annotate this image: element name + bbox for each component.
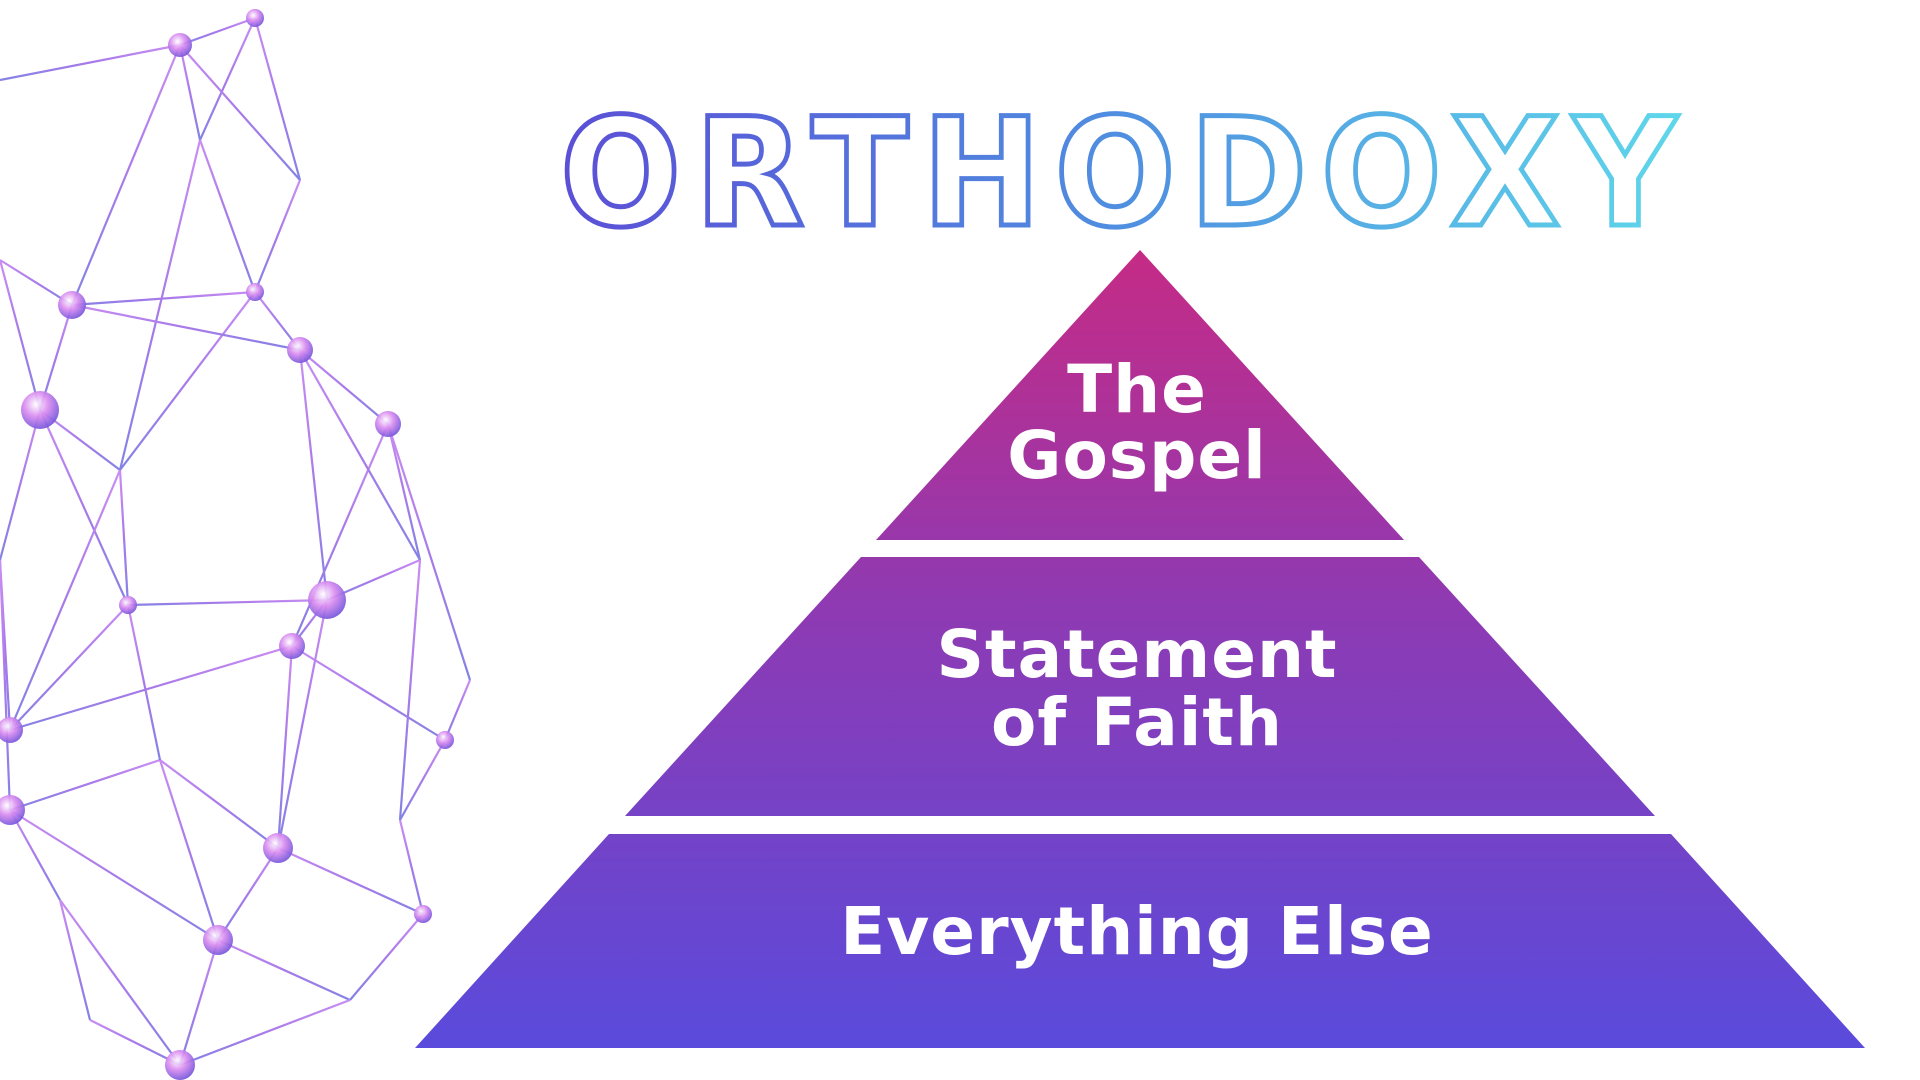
network-edge <box>0 259 73 306</box>
network-node-icon <box>414 905 432 923</box>
network-edge <box>291 645 446 741</box>
network-edge <box>298 349 329 601</box>
tier-bottom-label: Everything Else <box>840 893 1434 970</box>
network-node-icon <box>21 391 59 429</box>
pyramid-tier-bottom <box>415 834 1865 1048</box>
network-node-icon <box>58 291 86 319</box>
network-edge <box>253 179 302 293</box>
network-edge <box>0 559 12 811</box>
network-node-icon <box>246 9 264 27</box>
network-edge <box>118 139 202 471</box>
network-edge <box>299 349 389 425</box>
network-edge <box>398 819 425 915</box>
network-node-icon <box>168 33 192 57</box>
network-edge <box>118 469 130 606</box>
tier-top-label-line2: Gospel <box>1007 417 1266 494</box>
network-node-icon <box>436 731 454 749</box>
network-edge <box>386 423 472 681</box>
network-node-icon <box>263 833 293 863</box>
network-node-icon <box>287 337 313 363</box>
tier-middle-label-line1: Statement <box>936 616 1337 693</box>
network-edge <box>119 291 256 471</box>
network-edge <box>126 604 162 761</box>
network-edge <box>178 44 202 141</box>
page-title: ORTHODOXY <box>560 87 1690 261</box>
title-graphic: ORTHODOXY <box>558 85 1679 264</box>
network-edge <box>70 44 182 306</box>
network-edge <box>217 938 351 1002</box>
network-edge <box>217 847 279 941</box>
tier-top-label-line1: The <box>1067 351 1207 428</box>
network-edge <box>290 423 390 647</box>
network-edge <box>386 423 422 561</box>
network-edge <box>9 644 293 732</box>
network-edge <box>198 17 257 141</box>
network-edge <box>59 899 181 1066</box>
network-edge <box>38 409 130 606</box>
network-edge <box>349 913 424 1001</box>
tier-middle-label-line2: of Faith <box>991 684 1283 761</box>
network-edge <box>299 349 421 561</box>
network-edge <box>89 1019 181 1066</box>
network-node-icon <box>279 633 305 659</box>
network-edge <box>58 899 92 1021</box>
pyramid-tier-top <box>876 250 1404 540</box>
network-edge <box>9 809 61 901</box>
network-edge <box>159 759 279 849</box>
network-edge <box>0 409 42 561</box>
network-edge <box>9 809 219 941</box>
network-edge <box>71 290 256 307</box>
network-edge <box>198 139 257 293</box>
network-edge <box>443 679 472 741</box>
network-edge <box>158 759 220 941</box>
network-edge <box>179 998 351 1067</box>
network-edge <box>71 303 301 352</box>
network-node-icon <box>203 925 233 955</box>
network-node-icon <box>0 795 25 825</box>
network-mesh-icon <box>0 9 472 1080</box>
network-edge <box>127 598 328 607</box>
network-edge <box>276 599 329 849</box>
network-node-icon <box>165 1050 195 1080</box>
network-edge <box>8 469 122 731</box>
network-edge <box>9 758 161 812</box>
network-edge <box>276 645 294 849</box>
network-edge <box>0 43 181 82</box>
network-edge <box>398 559 422 821</box>
network-edge <box>179 16 256 47</box>
network-edge <box>179 44 301 181</box>
network-edge <box>253 17 302 181</box>
network-edge <box>399 739 446 821</box>
pyramid-tier-middle <box>625 557 1655 816</box>
network-node-icon <box>308 581 346 619</box>
network-node-icon <box>246 283 264 301</box>
network-node-icon <box>0 717 23 743</box>
network-edge <box>178 939 220 1066</box>
network-node-icon <box>119 596 137 614</box>
network-edge <box>9 604 129 731</box>
network-edge <box>277 846 424 916</box>
network-node-icon <box>375 411 401 437</box>
network-edge <box>0 259 42 411</box>
